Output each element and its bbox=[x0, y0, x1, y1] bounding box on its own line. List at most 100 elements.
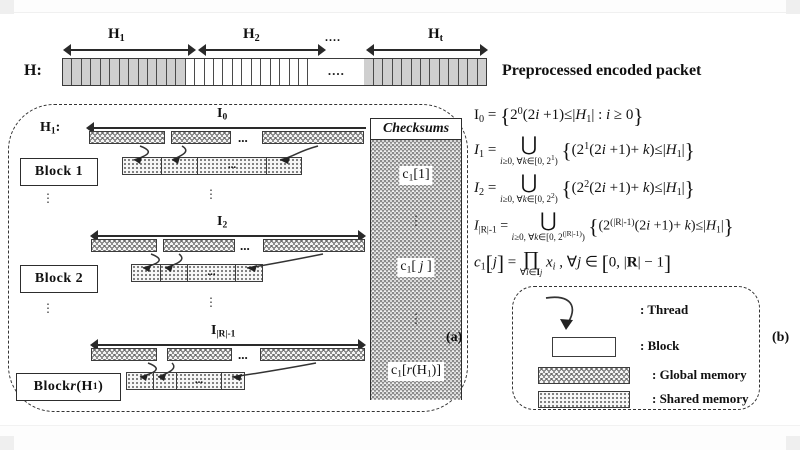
row-2-shared-cell-3: ... bbox=[188, 265, 236, 281]
packet-cell-h1 bbox=[100, 59, 111, 85]
packet-cell-h2 bbox=[232, 59, 243, 85]
row-2-shared-memory: ... bbox=[131, 264, 263, 282]
segment-label-h2-text: H bbox=[243, 26, 255, 42]
packet-cell-h1 bbox=[176, 59, 186, 85]
row-2-shared-cell-2 bbox=[161, 265, 188, 281]
equation-list: I0 = {20(2i +1)≤|H1| : i ≥ 0} I1 = ⋃i≥0,… bbox=[474, 104, 798, 284]
checksums-body: c1[1] ⋮ c1[ j ] ⋮ c1[r(H1)] bbox=[371, 140, 461, 400]
vdots-mid-1: ⋮ bbox=[205, 187, 217, 201]
row-1-shared-cell-3: ... bbox=[198, 158, 268, 174]
block-box-icon bbox=[552, 337, 616, 357]
packet-cell-h1 bbox=[157, 59, 167, 85]
panel-b-border bbox=[512, 286, 760, 410]
panel-a-tag: (a) bbox=[446, 330, 463, 345]
row-3-shared-cell-3: ... bbox=[177, 373, 222, 389]
packet-cell-ht bbox=[411, 59, 421, 85]
row-1-global-cell-1 bbox=[89, 131, 165, 144]
row-2-index-label: I2 bbox=[217, 214, 227, 231]
packet-cell-h2 bbox=[195, 59, 205, 85]
global-memory-icon bbox=[538, 367, 630, 384]
row-3-shared-cell-1 bbox=[127, 373, 154, 389]
packet-cell-h1 bbox=[166, 59, 177, 85]
corner-tr bbox=[786, 0, 800, 14]
thread-arrow-icon bbox=[545, 296, 574, 330]
legend-text-thread: : Thread bbox=[640, 302, 689, 317]
packet-cell-h2 bbox=[242, 59, 252, 85]
legend-text-global-memory: : Global memory bbox=[652, 367, 747, 382]
checksums-header: Checksums bbox=[371, 119, 461, 140]
vdots-left-1: ⋮ bbox=[42, 191, 54, 205]
row-1-global-ellipsis: ... bbox=[238, 130, 248, 145]
packet-cell-ht bbox=[383, 59, 393, 85]
packet-cell-ht bbox=[421, 59, 431, 85]
segment-ellipsis: .... bbox=[325, 30, 341, 44]
checksums-column: Checksums c1[1] ⋮ c1[ j ] ⋮ c1[r(H1)] bbox=[370, 118, 462, 400]
packet-cell-ht bbox=[468, 59, 478, 85]
packet-cell-h1 bbox=[72, 59, 82, 85]
row-3-shared-memory: ... bbox=[126, 372, 245, 390]
row-1-shared-cell-2 bbox=[162, 158, 198, 174]
packet-cell-h2 bbox=[185, 59, 196, 85]
packet-cell-ht bbox=[458, 59, 469, 85]
block-r-post: (H bbox=[76, 379, 93, 394]
panel-a-border bbox=[8, 104, 468, 412]
row-1-shared-cell-1 bbox=[123, 158, 163, 174]
row-1-h-sub: 1 bbox=[50, 126, 56, 137]
row-3-shared-cell-2 bbox=[154, 373, 178, 389]
corner-bl bbox=[0, 436, 14, 450]
checksums-dots-2: ⋮ bbox=[409, 311, 423, 326]
row-3-index-sub: |R|-1 bbox=[216, 329, 236, 340]
row-1-thread-arrows bbox=[133, 145, 319, 164]
block-r-ital: r bbox=[70, 379, 77, 394]
span-arrow-ht bbox=[366, 44, 488, 56]
packet-cell-ht bbox=[373, 59, 384, 85]
row-2-index-text: I bbox=[217, 214, 223, 229]
row-1-shared-memory: ... bbox=[122, 157, 302, 175]
row-2-index-sub: 2 bbox=[222, 220, 228, 231]
corner-tl bbox=[0, 0, 14, 14]
segment-label-h2-sub: 2 bbox=[254, 32, 260, 44]
checksum-entry-1: c1[1] bbox=[399, 166, 433, 185]
packet-cell-ht bbox=[430, 59, 440, 85]
legend-text-shared-memory: : Shared memory bbox=[652, 391, 749, 406]
packet-cell-h1 bbox=[63, 59, 73, 85]
row-3-global-cell-1 bbox=[91, 348, 157, 361]
block-r-pre: Block bbox=[33, 379, 71, 394]
segment-label-ht-text: H bbox=[428, 26, 440, 42]
block-label-1[interactable]: Block 1 bbox=[20, 158, 98, 186]
packet-cell-h2 bbox=[298, 59, 309, 85]
segment-label-h1-text: H bbox=[108, 26, 120, 42]
packet-cell-ht bbox=[439, 59, 450, 85]
packet-cell-h1 bbox=[119, 59, 130, 85]
row-3-index-span bbox=[90, 339, 366, 351]
panel-b-tag: (b) bbox=[772, 330, 790, 345]
packet-cell-h1 bbox=[147, 59, 158, 85]
packet-gap-ellipsis: .... bbox=[327, 63, 345, 79]
row-1-shared-ellipsis: ... bbox=[227, 159, 237, 171]
row-3-global-cell-2 bbox=[167, 348, 232, 361]
row-2-global-cell-1 bbox=[91, 239, 157, 252]
block-label-2[interactable]: Block 2 bbox=[20, 265, 98, 293]
row-1-h-label: H1: bbox=[40, 120, 60, 137]
row-2-global-ellipsis: ... bbox=[240, 238, 250, 253]
block-r-sub: 1 bbox=[92, 382, 99, 392]
packet-cell-h2 bbox=[214, 59, 224, 85]
packet-cell-ht bbox=[364, 59, 374, 85]
packet-cell-h1 bbox=[129, 59, 139, 85]
equation-I2: I2 = ⋃i≥0, ∀k∈[0, 22) {(22(2i +1)+ k)≤|H… bbox=[474, 172, 695, 205]
packet-cell-h2 bbox=[280, 59, 290, 85]
packet-cell-h2 bbox=[289, 59, 299, 85]
segment-label-ht-sub: t bbox=[439, 32, 444, 44]
vdots-left-2: ⋮ bbox=[42, 301, 54, 315]
span-arrow-h1 bbox=[63, 44, 196, 56]
letterbox-top bbox=[0, 0, 800, 13]
corner-br bbox=[786, 436, 800, 450]
segment-label-h1: H1 bbox=[108, 26, 125, 44]
row-2-thread-arrows bbox=[142, 253, 324, 272]
row-1-index-text: I bbox=[217, 106, 223, 121]
row-1-global-cell-2 bbox=[171, 131, 231, 144]
segment-label-h1-sub: 1 bbox=[119, 32, 125, 44]
segment-label-ht: Ht bbox=[428, 26, 443, 44]
checksum-entry-3: c1[r(H1)] bbox=[388, 362, 444, 381]
